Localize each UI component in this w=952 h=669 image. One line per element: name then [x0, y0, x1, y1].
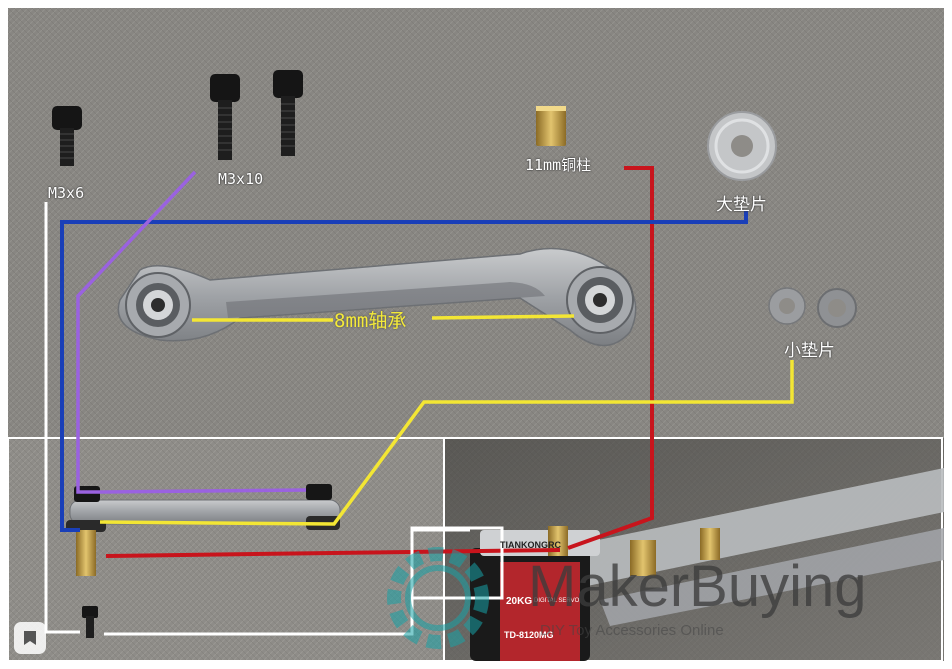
assembled-linkage-icon: [66, 484, 341, 638]
servo-assembly-icon: [470, 468, 944, 661]
copper-standoff-icon: [536, 106, 566, 146]
servo-model: TD-8120MG: [504, 630, 554, 640]
screw-m3x6-icon: [52, 106, 82, 166]
red-guide-line: [567, 166, 654, 550]
purple-guide-line: [76, 170, 197, 494]
screw-m3x10-a-icon: [210, 74, 240, 160]
bookmark-icon: [24, 631, 36, 645]
white-guide-line: [44, 202, 80, 634]
servo-brand: TIANKONGRC: [500, 540, 561, 550]
blue-guide-line: [60, 210, 748, 532]
large-washer-icon: [707, 111, 777, 181]
label-copper-standoff: 11mm铜柱: [525, 156, 592, 174]
bookmark-button[interactable]: [14, 622, 46, 654]
label-large-washer: 大垫片: [716, 195, 767, 215]
label-bearing: 8mm轴承: [334, 310, 407, 332]
label-m3x6: M3x6: [48, 184, 85, 202]
servo-type: DIGITAL SERVO: [534, 598, 580, 604]
servo-rating: 20KG: [506, 596, 533, 607]
small-washer-icon: [768, 287, 857, 328]
label-small-washer: 小垫片: [784, 341, 835, 361]
yellow-guide-line: [99, 360, 794, 526]
gear-watermark-icon: [387, 547, 489, 649]
watermark-brand: MakerBuying: [528, 554, 867, 619]
label-m3x10: M3x10: [218, 170, 264, 188]
watermark-tagline: DIY Toy Accessories Online: [540, 622, 724, 639]
screw-m3x10-b-icon: [273, 70, 303, 156]
linkage-arm-icon: [117, 247, 637, 347]
